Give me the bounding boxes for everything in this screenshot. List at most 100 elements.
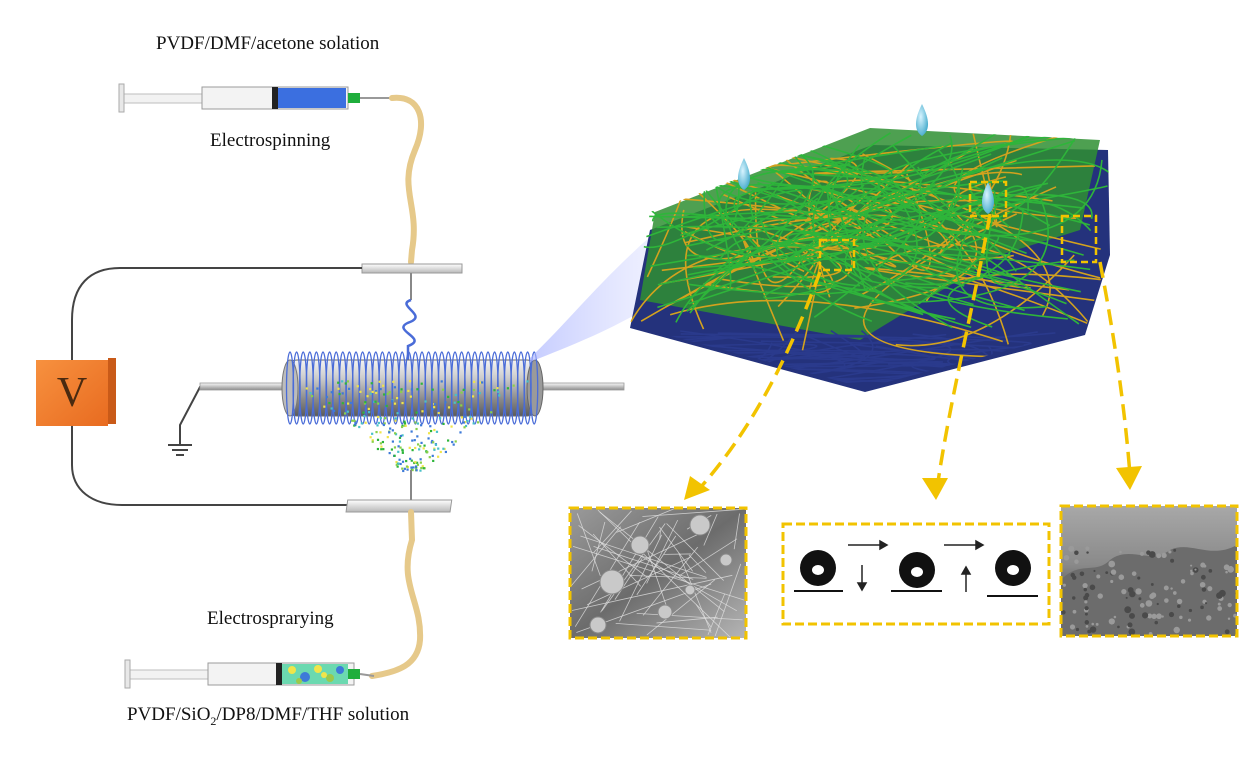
particle (394, 455, 396, 457)
sem-grain (1181, 579, 1185, 583)
particle (442, 389, 444, 391)
particle (316, 387, 318, 389)
sem-grain (1224, 564, 1230, 570)
particle (432, 389, 434, 391)
particle (394, 403, 396, 405)
particle (437, 456, 439, 458)
particle (380, 446, 382, 448)
particle (460, 391, 462, 393)
sem-grain (1117, 626, 1120, 629)
particle (448, 406, 450, 408)
particle (513, 385, 515, 387)
particle (457, 401, 459, 403)
sem-grain (1162, 615, 1164, 617)
particle (358, 426, 360, 428)
particle (401, 449, 403, 451)
particle (477, 421, 479, 423)
particle (309, 392, 311, 394)
particle (415, 428, 417, 430)
bottom-solution-suffix: /DP8/DMF/THF solution (216, 704, 409, 725)
particle (427, 437, 429, 439)
particle (409, 447, 411, 449)
sem-grain (1205, 602, 1207, 604)
particle (394, 420, 396, 422)
particle (459, 431, 461, 433)
particle (405, 460, 407, 462)
sem-grain (1111, 569, 1116, 574)
particle (490, 411, 492, 413)
particle (362, 412, 364, 414)
particle (414, 461, 416, 463)
top-syringe (119, 84, 392, 112)
particle (395, 417, 397, 419)
sem-grain (1096, 574, 1100, 578)
sem-grain (1076, 628, 1079, 631)
sem-grain (1127, 622, 1132, 627)
particle (493, 389, 495, 391)
particle (399, 440, 401, 442)
particle (371, 382, 373, 384)
particle (442, 423, 444, 425)
droplet-middle (916, 104, 928, 136)
particle (432, 460, 434, 462)
sem-grain (1084, 600, 1087, 603)
sem-grain (1228, 618, 1230, 620)
particle (415, 411, 417, 413)
particle (447, 396, 449, 398)
particle (392, 429, 394, 431)
particle (497, 391, 499, 393)
particle (435, 444, 437, 446)
particle (434, 403, 436, 405)
bottom-feed-tube (372, 512, 420, 676)
particle (386, 393, 388, 395)
particle (455, 394, 457, 396)
sem-grain (1080, 572, 1085, 577)
particle (378, 422, 380, 424)
sem-grain (1140, 603, 1145, 608)
sem-grain (1179, 616, 1182, 619)
particle (441, 380, 443, 382)
sem-grain (1083, 595, 1088, 600)
sem-grain (1119, 574, 1125, 580)
particle (414, 439, 416, 441)
particle (451, 441, 453, 443)
particle (407, 390, 409, 392)
particle (428, 432, 430, 434)
sem-grain (1149, 594, 1154, 599)
particle (361, 422, 363, 424)
particle (464, 416, 466, 418)
particle (433, 449, 435, 451)
sem-grain (1151, 614, 1156, 619)
particle (389, 427, 391, 429)
particle (354, 423, 356, 425)
sem-grain (1206, 615, 1211, 620)
particle (420, 462, 422, 464)
sem-grain (1177, 604, 1181, 608)
sem-grain (1151, 583, 1154, 586)
sem-grain (1128, 629, 1135, 636)
syringe-flange (119, 84, 124, 112)
sem-grain (1109, 618, 1115, 624)
sem-grain (1140, 552, 1144, 556)
particle (454, 402, 456, 404)
arrowhead-left (684, 476, 710, 500)
sem-grain (1190, 570, 1192, 572)
particle (412, 417, 414, 419)
ground-wire (180, 387, 285, 445)
syringe-stopper (276, 663, 282, 685)
particle (433, 406, 435, 408)
sem-grain (1200, 563, 1205, 568)
particle (420, 424, 422, 426)
sem-grain (1087, 630, 1091, 634)
voltage-label: V (36, 360, 108, 426)
particle (411, 430, 413, 432)
sem-grain (1074, 559, 1078, 563)
bottom-syringe (125, 660, 374, 688)
particle (328, 402, 330, 404)
particle (455, 440, 457, 442)
particle (366, 395, 368, 397)
voltage-box-side (108, 358, 116, 424)
particle (479, 392, 481, 394)
particle (423, 445, 425, 447)
